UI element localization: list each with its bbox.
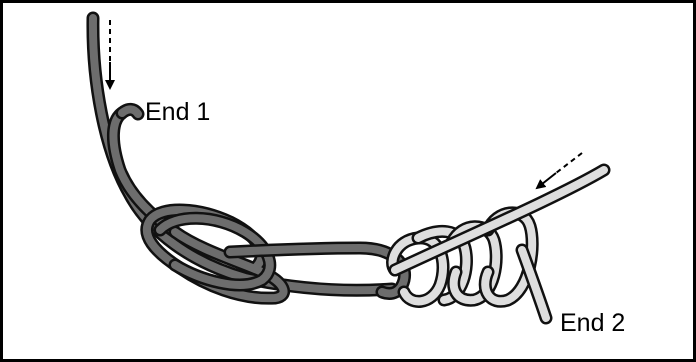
end1-label: End 1	[145, 98, 210, 126]
arrow-end2-direction	[535, 152, 583, 190]
end2-label: End 2	[560, 309, 625, 337]
